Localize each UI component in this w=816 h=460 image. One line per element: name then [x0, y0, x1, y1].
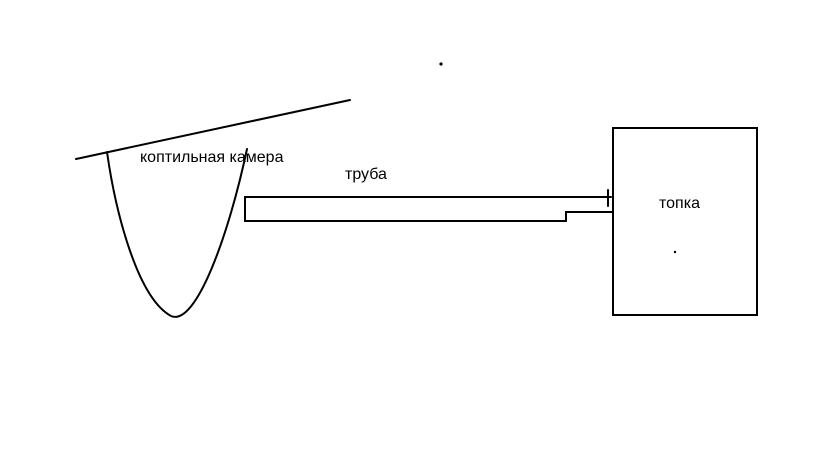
hillside-slope-line	[75, 99, 351, 160]
firebox-rect	[612, 127, 758, 316]
label-firebox: топка	[659, 195, 700, 212]
pipe-right-step	[565, 211, 613, 222]
stray-mark-top	[439, 62, 443, 66]
stray-mark-firebox	[673, 250, 677, 254]
pipe-left-joint	[244, 196, 255, 222]
label-pipe: труба	[345, 166, 387, 183]
smoking-chamber-pit-curve	[106, 148, 248, 318]
label-smoking-chamber: коптильная камера	[140, 149, 284, 166]
